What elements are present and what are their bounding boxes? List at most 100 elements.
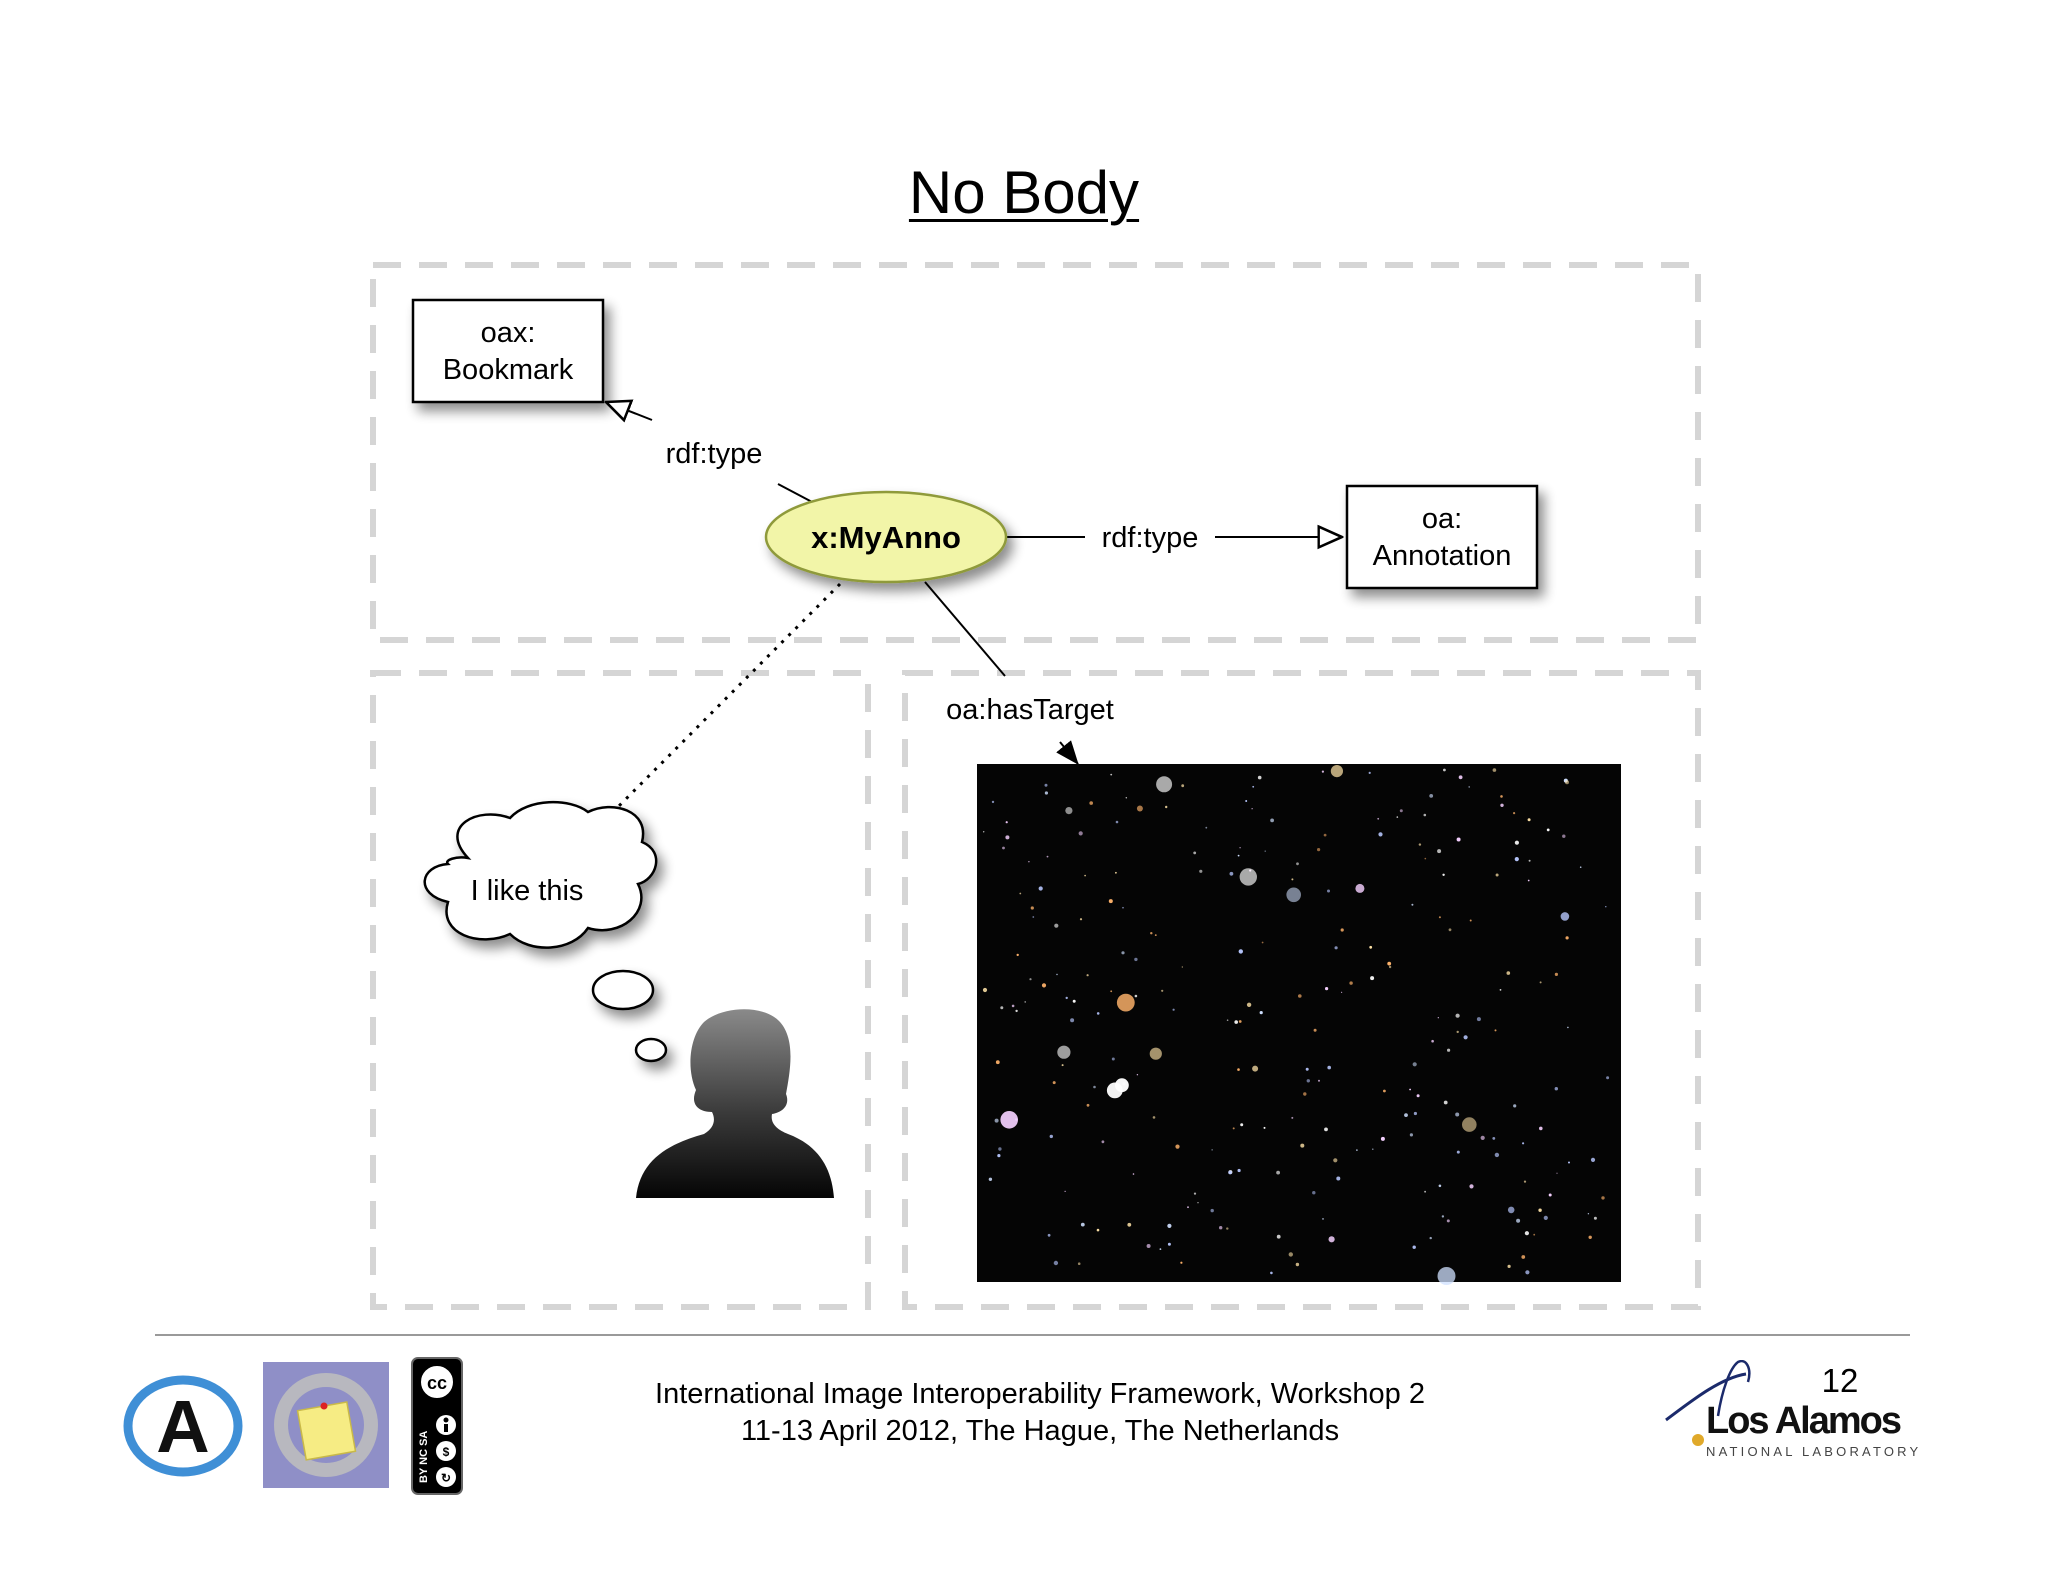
target-image-star xyxy=(1327,889,1330,893)
target-image-star xyxy=(1134,957,1138,962)
target-image-star xyxy=(1044,783,1048,787)
target-image-star xyxy=(1199,869,1203,873)
target-image-star xyxy=(1084,874,1086,877)
target-image-star xyxy=(1015,1009,1018,1013)
target-image-star xyxy=(1556,1172,1558,1174)
target-image-star xyxy=(1286,887,1301,903)
target-image-star xyxy=(1387,961,1392,966)
target-image-star xyxy=(1579,866,1582,868)
target-image-star xyxy=(1521,1255,1526,1259)
target-image-star xyxy=(1543,1215,1548,1220)
target-image-star xyxy=(1605,906,1607,908)
target-image-star xyxy=(1238,1020,1242,1023)
target-image-star xyxy=(1587,1213,1590,1215)
target-image-star xyxy=(1446,1219,1450,1223)
cc-by-nc-sa-badge: cc $ ↻ BY NC SA xyxy=(411,1357,463,1495)
target-image-star xyxy=(1313,1028,1317,1032)
target-image-star xyxy=(1568,1161,1570,1164)
target-image-star xyxy=(1093,1085,1096,1089)
target-image-star xyxy=(995,1060,1000,1065)
target-image-star xyxy=(1429,794,1434,798)
target-image-star xyxy=(1079,918,1083,921)
svg-text:$: $ xyxy=(443,1445,450,1459)
annotation-note-logo xyxy=(263,1362,389,1488)
cc-badge-text: BY NC SA xyxy=(418,1431,430,1483)
target-image-star xyxy=(1327,1065,1331,1070)
target-image-star xyxy=(1565,780,1569,785)
target-image-star xyxy=(1245,800,1248,802)
los-alamos-name: Los Alamos xyxy=(1706,1400,1902,1442)
svg-text:cc: cc xyxy=(427,1373,447,1393)
target-image-star xyxy=(1065,996,1068,1000)
target-image-star xyxy=(1424,857,1427,860)
target-image-star xyxy=(1246,1002,1252,1007)
target-image-star xyxy=(1239,868,1258,886)
target-image-star xyxy=(1413,1111,1417,1116)
edge-type-annotation: rdf:type xyxy=(1005,522,1342,554)
target-image-star xyxy=(1295,1262,1300,1267)
target-image-star xyxy=(1469,1184,1474,1189)
target-image-star xyxy=(1494,1029,1497,1032)
target-image-star xyxy=(1437,1017,1439,1019)
target-image-star xyxy=(1229,871,1234,876)
target-image-star xyxy=(1080,1222,1085,1227)
target-image-star xyxy=(1252,785,1255,788)
target-image-star xyxy=(1527,818,1531,822)
target-image-star xyxy=(1115,871,1117,874)
target-image-star xyxy=(1441,1215,1445,1218)
target-image-star xyxy=(1146,1244,1151,1248)
annotation-class-node-line1: oa: xyxy=(1422,503,1462,535)
target-image-star xyxy=(1480,1135,1485,1140)
target-image-star xyxy=(1061,1064,1064,1067)
target-image-star xyxy=(1492,1137,1496,1140)
target-image-star xyxy=(1121,951,1125,955)
target-image-star xyxy=(1356,1149,1358,1151)
target-image-star xyxy=(1539,981,1542,984)
target-image-star xyxy=(1028,861,1030,863)
target-image-star xyxy=(1456,837,1461,842)
anno-node: x:MyAnno xyxy=(764,490,1008,584)
target-image-star xyxy=(1108,899,1113,904)
target-image-star xyxy=(1593,1216,1597,1220)
target-image-star xyxy=(1513,1104,1517,1108)
target-image-star xyxy=(1110,773,1113,776)
target-image-star xyxy=(1424,1190,1426,1193)
target-image-star xyxy=(1046,855,1049,858)
target-image-star xyxy=(994,1118,999,1123)
target-image-star xyxy=(1317,848,1321,852)
target-image-star xyxy=(983,831,985,833)
target-image-star xyxy=(1047,1233,1051,1237)
target-image-star xyxy=(1539,1126,1543,1131)
target-image-star xyxy=(1412,1245,1416,1249)
target-image-star xyxy=(1238,949,1244,954)
target-image-star xyxy=(1181,966,1183,968)
target-image-star xyxy=(1513,812,1516,815)
bookmark-node: oax: Bookmark xyxy=(411,298,605,404)
target-image-star xyxy=(1516,1218,1521,1223)
target-image-star xyxy=(1000,1111,1018,1129)
edge-comment-dotted xyxy=(593,582,842,832)
los-alamos-sub: NATIONAL LABORATORY xyxy=(1706,1444,1922,1459)
target-image-star xyxy=(1370,976,1375,981)
target-image-star xyxy=(1232,1127,1235,1130)
target-image-star xyxy=(1288,1252,1294,1257)
target-image-star xyxy=(1377,817,1380,820)
target-image-star xyxy=(1032,916,1035,918)
target-image-star xyxy=(1096,1228,1100,1232)
target-image-star xyxy=(1106,1082,1123,1099)
target-image-star xyxy=(988,1177,993,1182)
target-image-star xyxy=(1468,786,1470,788)
target-image-star xyxy=(1072,999,1076,1003)
target-image-star xyxy=(1005,821,1008,824)
target-image-star xyxy=(1041,983,1047,988)
target-image-star xyxy=(1054,923,1059,928)
target-image-star xyxy=(1418,843,1422,846)
region-comment xyxy=(370,670,871,1310)
diagram: oax: Bookmark oa: Annotation rdf:type rd… xyxy=(370,262,1701,1310)
target-image-star xyxy=(1167,1223,1172,1228)
target-image-star xyxy=(1409,1088,1411,1091)
target-image-star xyxy=(1276,1170,1280,1175)
target-image-star xyxy=(1089,801,1093,805)
target-image-star xyxy=(1237,854,1240,857)
target-image-star xyxy=(1044,791,1048,795)
